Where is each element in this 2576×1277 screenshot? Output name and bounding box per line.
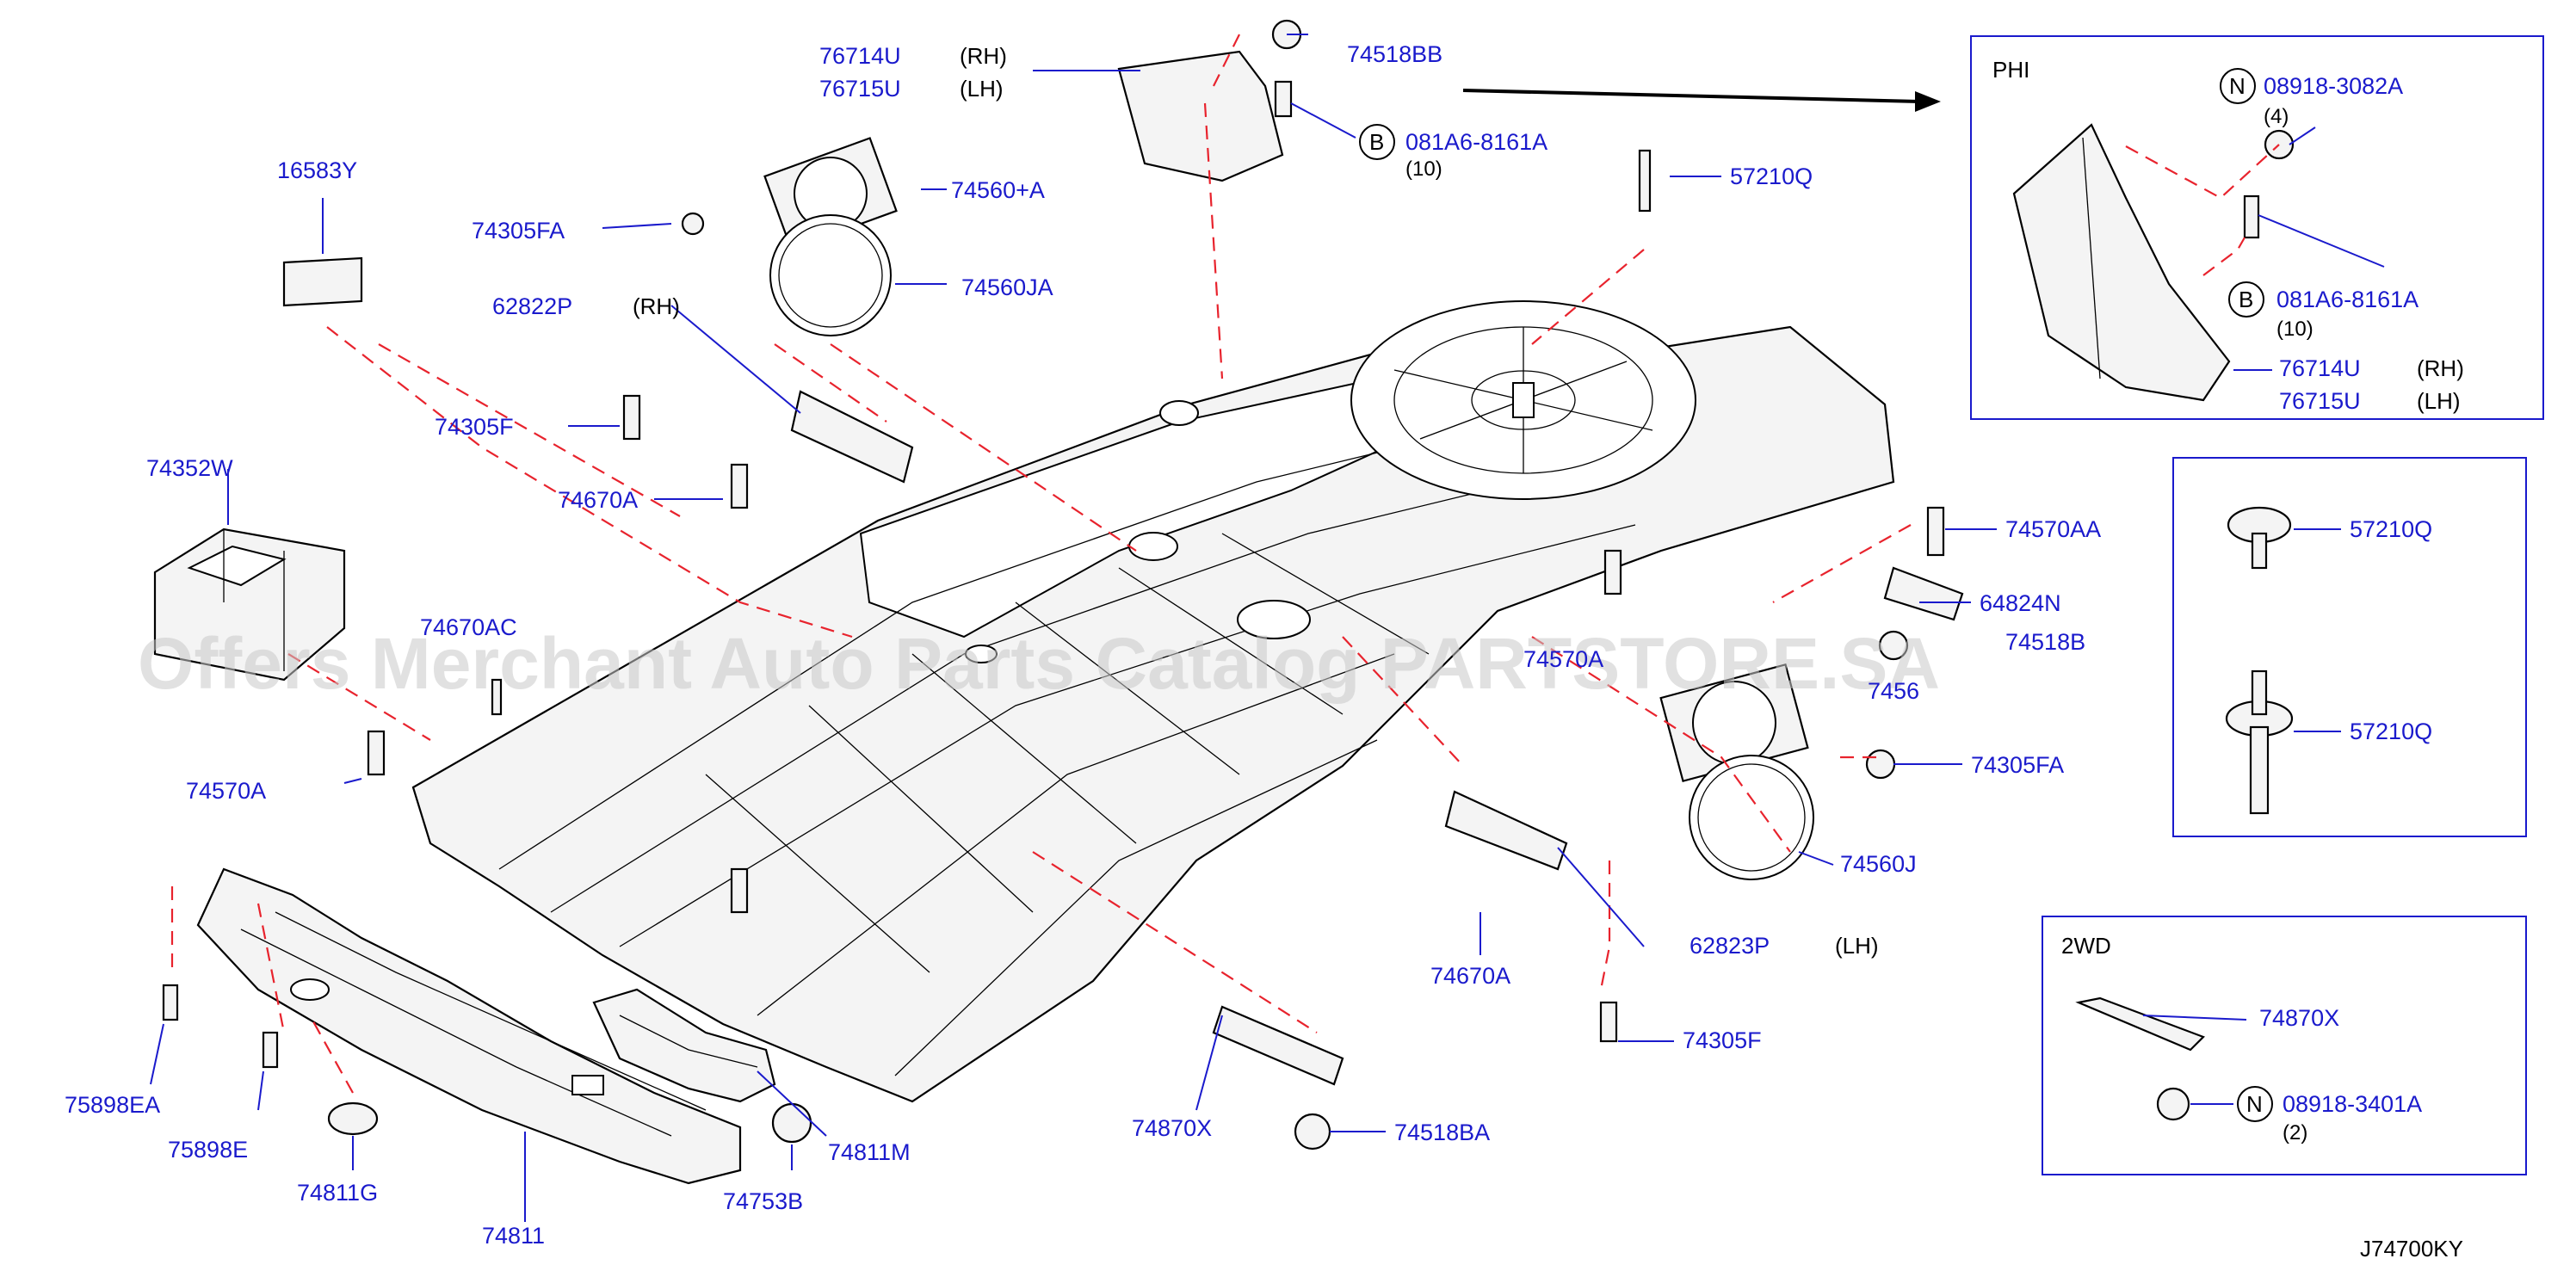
phi-label-76714U[interactable]: 76714U xyxy=(2279,355,2361,381)
label-74570A[interactable]: 74570A xyxy=(186,778,266,804)
2wd-qty-2: (2) xyxy=(2283,1121,2307,1144)
clips-label-57210Q-2[interactable]: 57210Q xyxy=(2350,719,2432,744)
center-cover xyxy=(592,988,776,1103)
label-rh-1: (RH) xyxy=(960,43,1007,69)
label-74570AA[interactable]: 74570AA xyxy=(2005,516,2101,542)
inset-phi-title: PHI xyxy=(1992,57,2029,83)
label-74811[interactable]: 74811 xyxy=(482,1223,545,1249)
label-62823P[interactable]: 62823P xyxy=(1690,933,1770,959)
phi-label-08918-3082A[interactable]: 08918-3082A xyxy=(2264,73,2403,99)
label-74811M[interactable]: 74811M xyxy=(828,1139,911,1165)
small-parts xyxy=(282,19,1964,1151)
inset-phi: PHI N 08918-3082A (4) B 081A6-8161A (10)… xyxy=(1970,35,2544,420)
labels-main: 76714U (RH) 76715U (LH) 74518BB B 081A6-… xyxy=(65,41,2101,1249)
phi-qty-4: (4) xyxy=(2264,105,2289,128)
2wd-bracket xyxy=(2075,996,2205,1052)
inset-clips-frame xyxy=(2172,457,2527,837)
fasteners xyxy=(162,80,1945,1069)
label-64824N[interactable]: 64824N xyxy=(1980,590,2061,616)
label-74560J[interactable]: 74560J xyxy=(1840,851,1917,877)
label-74670AC[interactable]: 74670AC xyxy=(420,614,517,640)
label-74753B[interactable]: 74753B xyxy=(723,1188,803,1214)
2wd-n-badge xyxy=(2237,1086,2273,1122)
label-lh-1: (LH) xyxy=(960,76,1004,102)
label-74870X-main[interactable]: 74870X xyxy=(1132,1115,1212,1141)
phi-bracket xyxy=(2012,123,2231,402)
inset-clips: 57210Q 57210Q xyxy=(2172,457,2527,837)
diagram-code: J74700KY xyxy=(2360,1236,2463,1262)
phi-lh: (LH) xyxy=(2417,388,2461,414)
label-74352W[interactable]: 74352W xyxy=(146,455,233,481)
label-74518BB[interactable]: 74518BB xyxy=(1347,41,1442,67)
battery-bracket xyxy=(153,527,346,682)
label-74305FA-right[interactable]: 74305FA xyxy=(1971,752,2064,778)
2wd-nut xyxy=(2156,1087,2190,1121)
label-74560-A[interactable]: 74560+A xyxy=(951,177,1045,203)
label-rh-2: (RH) xyxy=(633,293,680,319)
label-57210Q-main[interactable]: 57210Q xyxy=(1730,163,1813,189)
phi-qty-10: (10) xyxy=(2276,318,2313,341)
label-76715U[interactable]: 76715U xyxy=(819,76,901,102)
bumper-seats xyxy=(763,137,1814,880)
b-code-main: B xyxy=(1369,129,1384,155)
b-badge-main xyxy=(1359,124,1395,160)
label-16583Y[interactable]: 16583Y xyxy=(277,157,357,183)
inset-2wd-frame xyxy=(2042,916,2527,1175)
qty-10-main: (10) xyxy=(1405,157,1442,181)
assembly-lines xyxy=(170,34,1912,1094)
2wd-n-code: N xyxy=(2246,1091,2263,1117)
label-7456x[interactable]: 7456 xyxy=(1868,678,1919,704)
label-74305FA-top[interactable]: 74305FA xyxy=(472,218,565,244)
label-75898EA[interactable]: 75898EA xyxy=(65,1092,160,1118)
inset-2wd: 2WD 74870X N 08918-3401A (2) xyxy=(2042,916,2527,1175)
2wd-label-74870X[interactable]: 74870X xyxy=(2259,1005,2339,1031)
label-74670A-bottom[interactable]: 74670A xyxy=(1430,963,1510,989)
label-62822P[interactable]: 62822P xyxy=(492,293,572,319)
2wd-label-08918-3401A[interactable]: 08918-3401A xyxy=(2283,1091,2422,1117)
label-74811G[interactable]: 74811G xyxy=(297,1180,378,1206)
phi-n-badge xyxy=(2220,68,2256,104)
label-74560JA[interactable]: 74560JA xyxy=(961,275,1053,300)
label-74305F-bottom[interactable]: 74305F xyxy=(1683,1027,1762,1053)
phi-label-76715U[interactable]: 76715U xyxy=(2279,388,2361,414)
clips-label-57210Q-1[interactable]: 57210Q xyxy=(2350,516,2432,542)
inset-phi-frame xyxy=(1970,35,2544,420)
phi-label-081A6-8161A[interactable]: 081A6-8161A xyxy=(2276,287,2418,312)
phi-b-badge xyxy=(2228,281,2264,318)
inset-2wd-title: 2WD xyxy=(2061,933,2111,959)
label-lh-2: (LH) xyxy=(1835,933,1879,959)
label-74305F-top[interactable]: 74305F xyxy=(435,414,514,440)
label-74518BA[interactable]: 74518BA xyxy=(1394,1120,1490,1145)
phi-bolt xyxy=(2243,194,2260,239)
label-75898E[interactable]: 75898E xyxy=(168,1137,248,1163)
leader-lines xyxy=(150,34,1997,1222)
phi-n-code: N xyxy=(2229,73,2246,99)
watermark: Offers Merchant Auto Parts Catalog PARTS… xyxy=(138,623,1940,704)
phi-b-code: B xyxy=(2239,287,2253,312)
phi-rh: (RH) xyxy=(2417,355,2464,381)
floor-panel xyxy=(411,300,1895,1103)
label-74518B[interactable]: 74518B xyxy=(2005,629,2085,655)
label-76714U[interactable]: 76714U xyxy=(819,43,901,69)
label-74670A-top[interactable]: 74670A xyxy=(558,487,638,513)
label-081A6-8161A-main[interactable]: 081A6-8161A xyxy=(1405,129,1547,155)
label-74570A-right[interactable]: 74570A xyxy=(1523,646,1603,672)
phi-arrow xyxy=(1462,89,1941,112)
under-cover xyxy=(196,867,742,1185)
